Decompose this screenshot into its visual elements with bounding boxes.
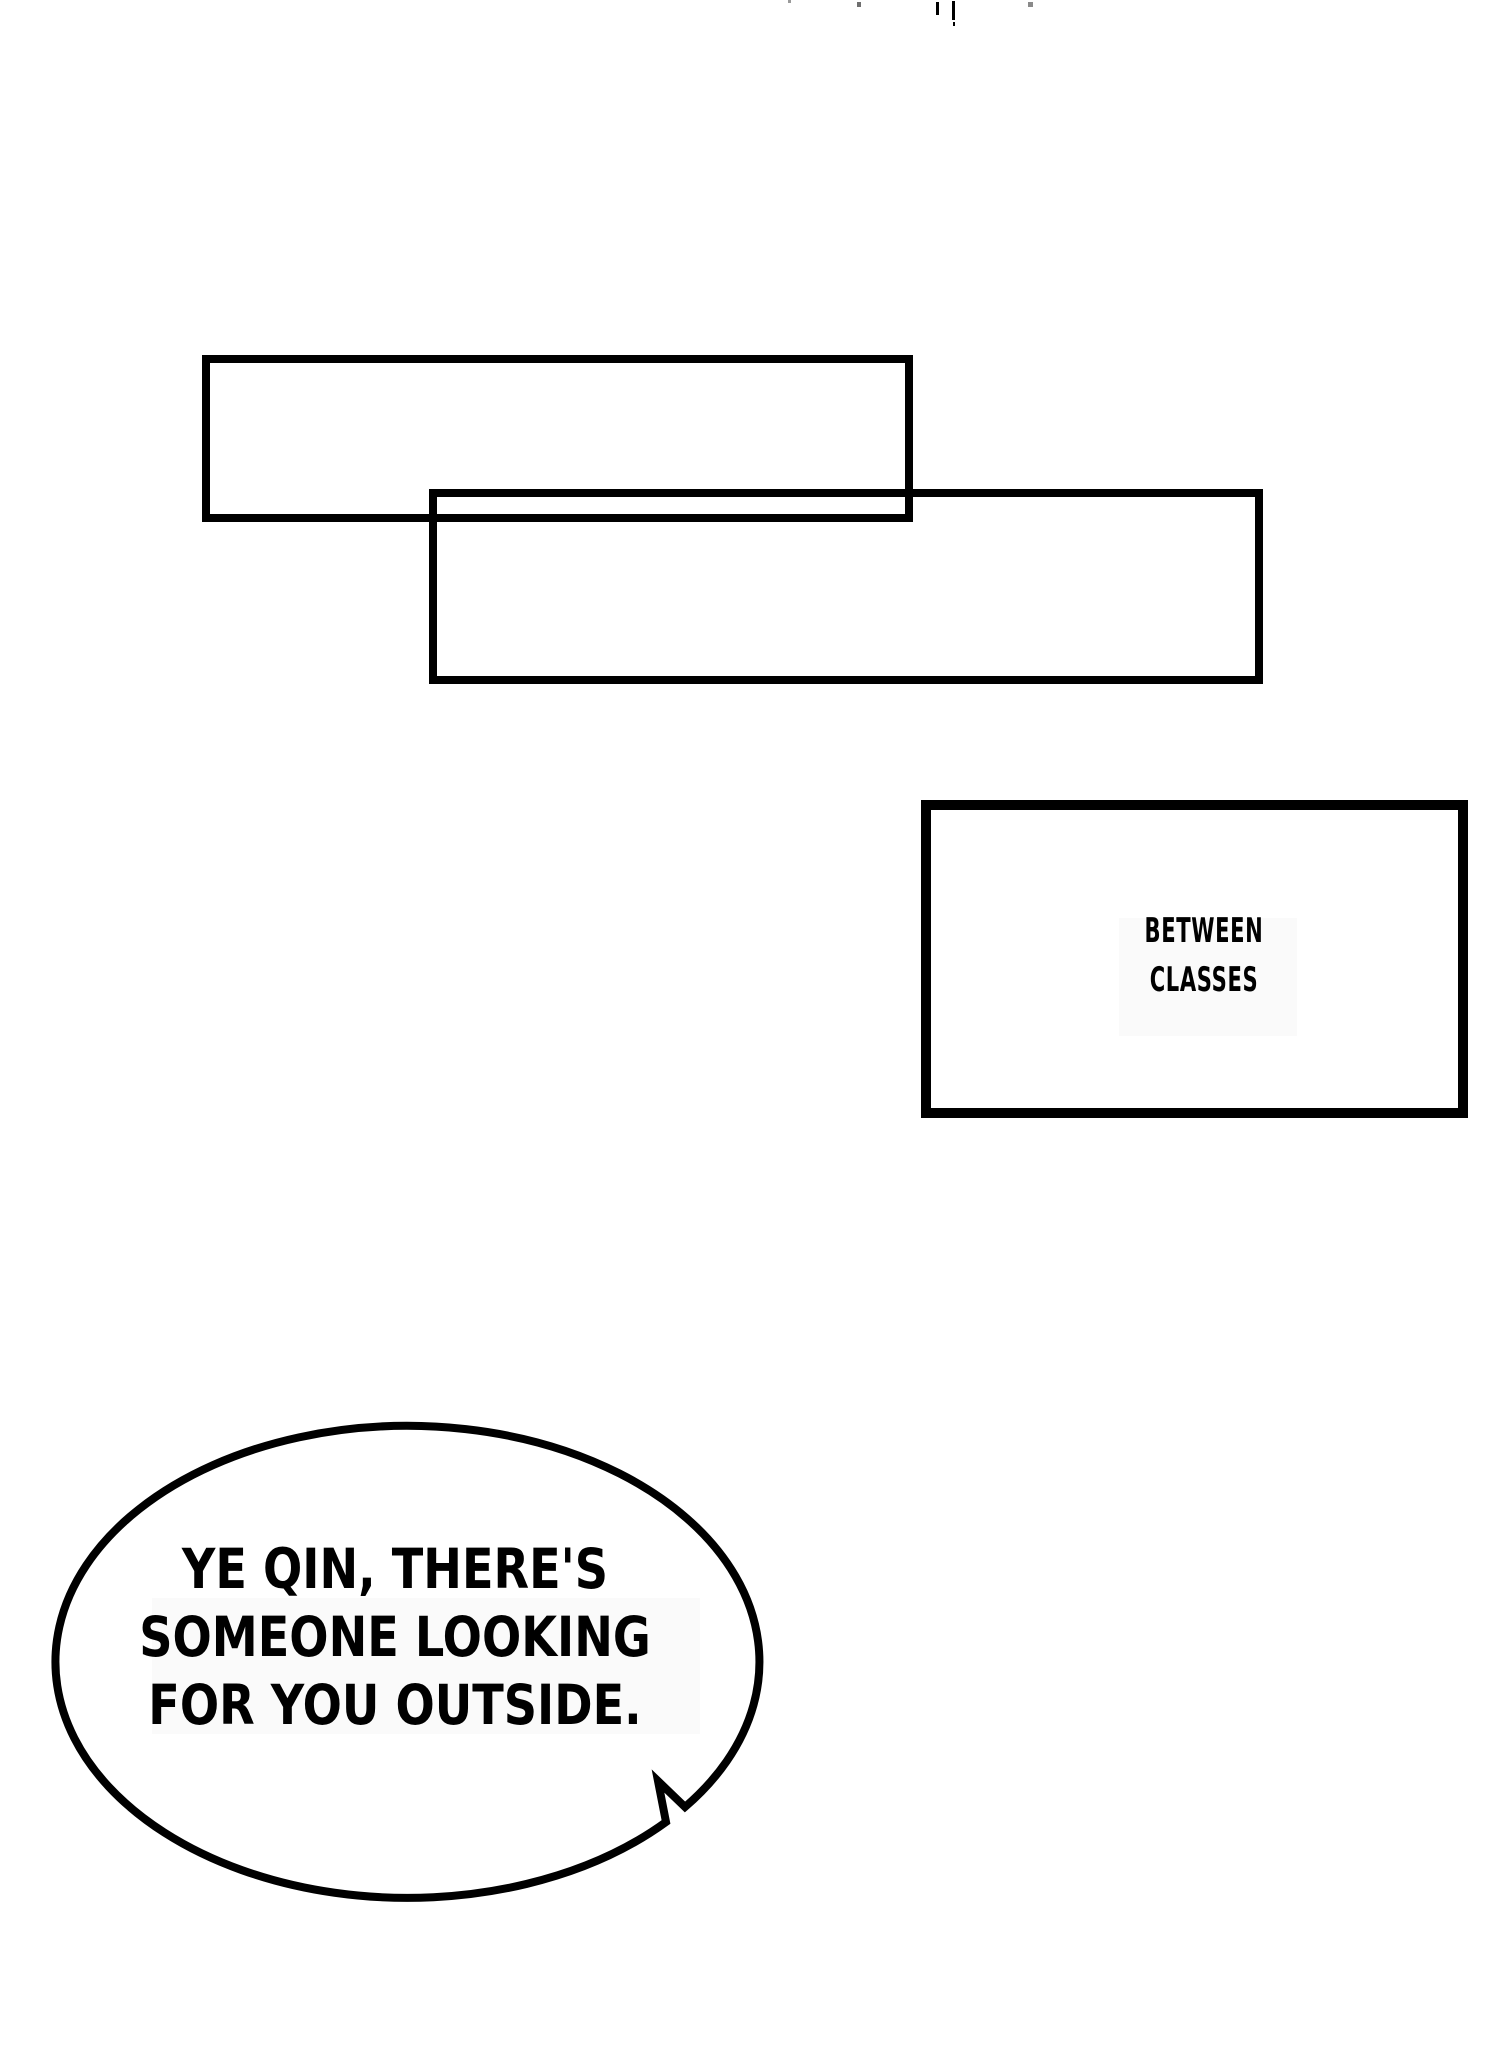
caption-line-1: BETWEEN	[1144, 911, 1264, 951]
stray-ink-mark	[788, 0, 791, 3]
bubble-line-1: YE QIN, THERE'S	[181, 1537, 609, 1601]
caption-whiteout-patch	[1119, 918, 1297, 1036]
bubble-whiteout-patch	[152, 1598, 700, 1734]
empty-panel-frame-2	[429, 489, 1263, 684]
stray-ink-mark	[1028, 2, 1033, 7]
caption-panel: BETWEEN CLASSES	[921, 800, 1468, 1118]
stray-ink-mark	[953, 22, 955, 26]
speech-bubble-text: YE QIN, THERE'S SOMEONE LOOKING FOR YOU …	[139, 1535, 651, 1739]
stray-ink-mark	[936, 2, 939, 15]
bubble-line-2: SOMEONE LOOKING	[139, 1605, 651, 1669]
caption-text: BETWEEN CLASSES	[1145, 907, 1264, 1005]
empty-panel-frame-1	[202, 355, 913, 522]
caption-line-2: CLASSES	[1149, 960, 1259, 1000]
bubble-line-3: FOR YOU OUTSIDE.	[148, 1673, 642, 1737]
stray-ink-mark	[857, 2, 861, 7]
stray-ink-mark	[952, 1, 955, 20]
